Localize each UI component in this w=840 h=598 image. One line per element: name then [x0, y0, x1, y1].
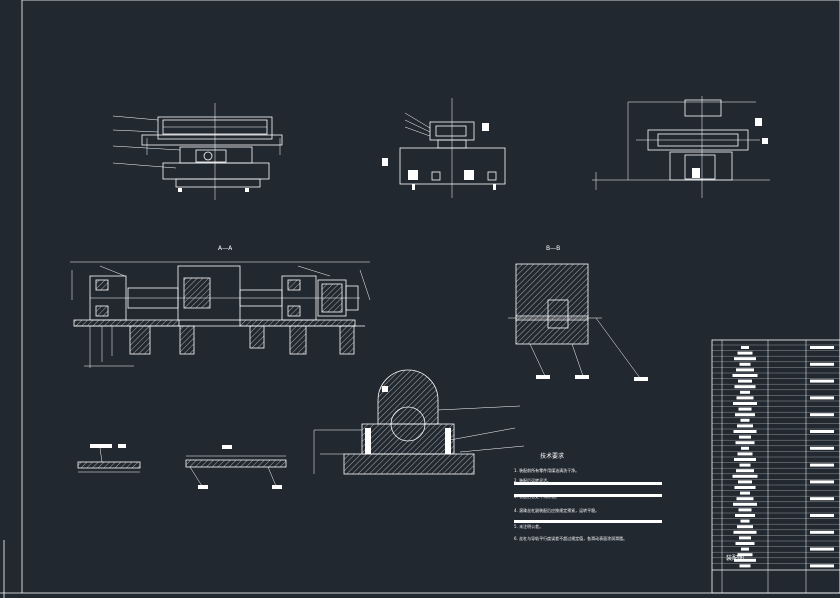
bom-cell-text	[810, 530, 834, 534]
bom-cell-text	[810, 463, 834, 467]
section-a-a: A—A	[70, 245, 371, 368]
tech-note-6: 6. 丝杠与导轨平行度误差不超过规定值，各滑动表面涂润滑脂。	[514, 535, 627, 541]
tech-title: 技术要求	[540, 452, 564, 460]
bom-cell-text	[739, 564, 751, 568]
bom-cell-text	[739, 463, 751, 467]
bom-cell-text	[738, 407, 752, 411]
bom-cell-text	[810, 362, 834, 366]
bom-cell-text	[737, 424, 753, 428]
bom-cell-text	[738, 379, 752, 383]
bom-cell-text	[810, 379, 834, 383]
bom-cell-text	[732, 474, 758, 478]
technical-requirements: 技术要求 1. 装配前所有零件用煤油清洗干净。 2. 装配后运转灵活。 3. 装…	[514, 452, 662, 541]
bom-cell-text	[741, 446, 749, 450]
bom-cell-text	[734, 558, 756, 562]
section-a-label: A—A	[218, 245, 233, 252]
bom-cell-text	[810, 446, 834, 450]
bom-cell-text	[810, 413, 834, 417]
tech-note-1: 1. 装配前所有零件用煤油清洗干净。	[514, 467, 579, 473]
bom-cell-text	[735, 441, 755, 445]
bom-cell-text	[734, 357, 756, 361]
bom-cell-text	[810, 547, 834, 551]
bom-cell-text	[740, 491, 750, 495]
bom-cell-text	[810, 497, 834, 501]
bom-cell-text	[740, 519, 750, 523]
bom-cell-text	[736, 469, 754, 473]
bom-cell-text	[738, 508, 752, 512]
bom-cell-text	[735, 542, 755, 545]
bom-cell-text	[810, 346, 834, 349]
bom-cell-text	[740, 418, 750, 422]
bom-cell-text	[733, 402, 757, 405]
side-view-right	[592, 96, 770, 198]
bom-cell-text	[733, 502, 757, 506]
title-block: 装配图	[711, 339, 840, 594]
bom-cell-text	[735, 413, 755, 417]
bom-cell-text	[732, 374, 758, 377]
bom-cell-text	[734, 385, 756, 389]
bom-cell-text	[737, 351, 753, 355]
bearing-pedestal	[313, 369, 525, 475]
top-view-left	[112, 103, 283, 200]
bom-cell-text	[736, 396, 754, 400]
section-b-b: B—B	[508, 245, 648, 381]
bom-cell-text	[737, 553, 753, 557]
bom-cell-text	[739, 362, 751, 366]
bom-cell-text	[810, 396, 834, 400]
tech-note-4: 4. 滚珠丝杠副装配后应按规定预紧，运转平稳。	[514, 507, 599, 513]
bom-cell-text	[810, 480, 834, 484]
bom-cell-text	[810, 564, 834, 568]
tech-note-5: 5. 未注明公差。	[514, 523, 543, 529]
tech-note-2: 2. 装配后运转灵活。	[514, 477, 551, 483]
bom-cell-text	[737, 452, 753, 456]
bom-cell-text	[734, 458, 756, 461]
bom-cell-text	[741, 547, 749, 551]
bom-cell-text	[810, 514, 834, 517]
bom-cell-text	[737, 525, 753, 529]
bom-cell-text	[733, 430, 757, 433]
bom-cell-text	[733, 530, 757, 534]
drawing-name: 装配图	[726, 554, 744, 562]
bom-cell-text	[738, 480, 752, 484]
bom-cell-text	[810, 430, 834, 433]
bom-cell-text	[739, 536, 751, 540]
part-detail-2	[185, 445, 287, 489]
front-view-middle	[382, 98, 506, 198]
bom-cell-text	[739, 435, 751, 439]
bom-cell-text	[740, 390, 750, 394]
bom-cell-text	[734, 486, 756, 489]
section-b-label: B—B	[546, 245, 560, 252]
bom-cell-text	[735, 514, 755, 517]
part-detail-1	[77, 444, 141, 473]
bom-cell-text	[736, 368, 754, 372]
bom-cell-text	[741, 346, 749, 349]
bom-cell-text	[736, 497, 754, 501]
